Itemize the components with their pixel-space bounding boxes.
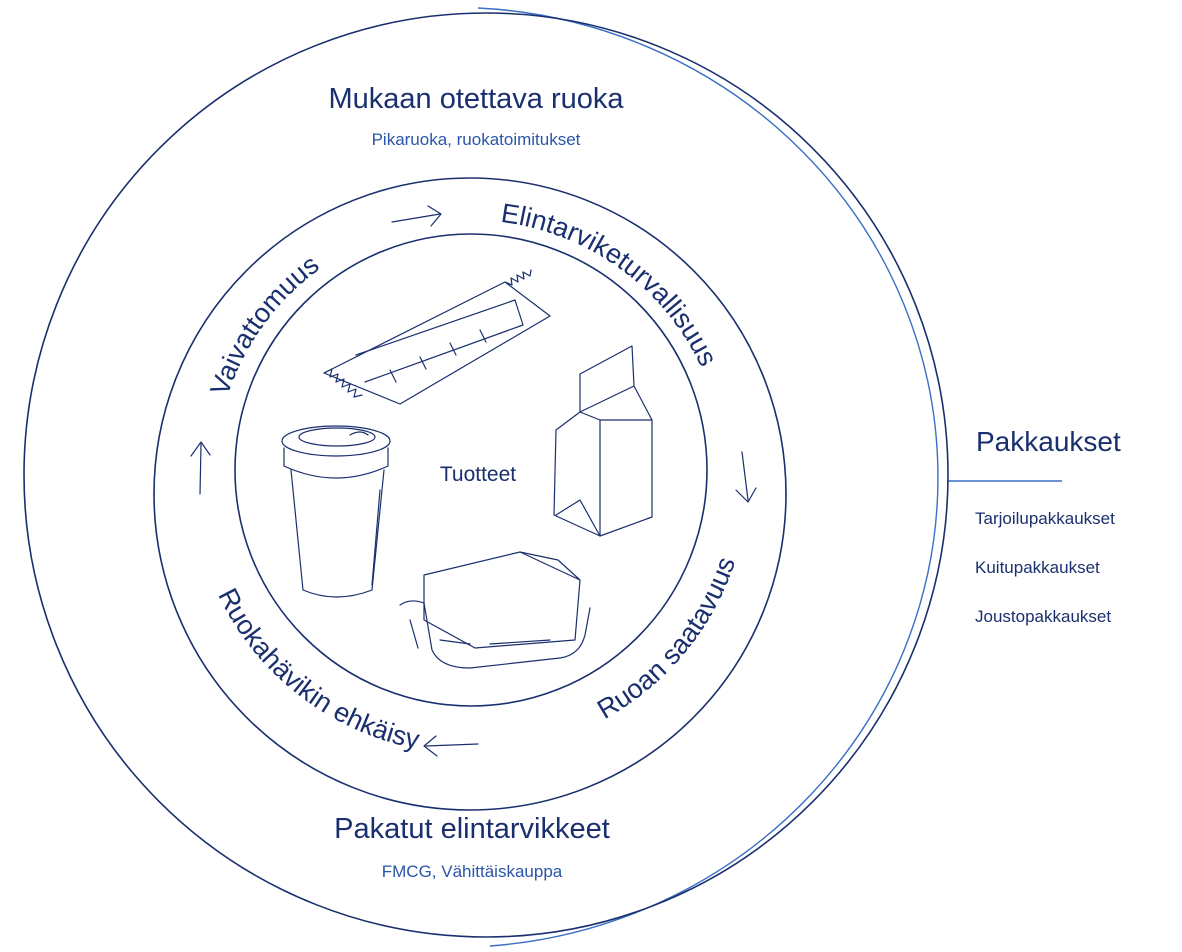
ring-label-ruokahavikin-ehkaisy: Ruokahävikin ehkäisy [212, 583, 422, 754]
arrow-left-icon [423, 735, 479, 757]
center-label: Tuotteet [440, 463, 516, 486]
outer-circle [23, 12, 949, 938]
arrow-right-icon [391, 205, 442, 227]
ring-label-elintarviketurvallisuus: Elintarviketurvallisuus [499, 198, 723, 371]
packaging-item: Tarjoilupakkaukset [975, 509, 1115, 528]
middle-ring-top [153, 177, 787, 495]
bottom-subtitle: FMCG, Vähittäiskauppa [382, 862, 563, 881]
coffee-cup-icon [281, 425, 391, 598]
bottom-title: Pakatut elintarvikkeet [334, 813, 610, 845]
arrow-down-icon [735, 451, 757, 503]
packaging-bracket-arc [477, 7, 939, 947]
ring-label-vaivattomuus: Vaivattomuus [204, 249, 324, 399]
arrow-up-icon [190, 441, 211, 495]
top-title: Mukaan otettava ruoka [328, 83, 624, 115]
inner-circle [234, 233, 708, 707]
packaging-title: Pakkaukset [976, 426, 1121, 457]
packaging-item: Joustopakkaukset [975, 607, 1111, 626]
ring-label-ruoan-saatavuus: Ruoan saatavuus [592, 553, 741, 725]
middle-ring-bottom [153, 493, 787, 811]
packaging-item: Kuitupakkaukset [975, 558, 1100, 577]
snack-bar-icon [323, 269, 551, 405]
food-box-icon [399, 551, 591, 669]
top-subtitle: Pikaruoka, ruokatoimitukset [372, 130, 581, 149]
pouch-bag-icon [553, 345, 653, 537]
